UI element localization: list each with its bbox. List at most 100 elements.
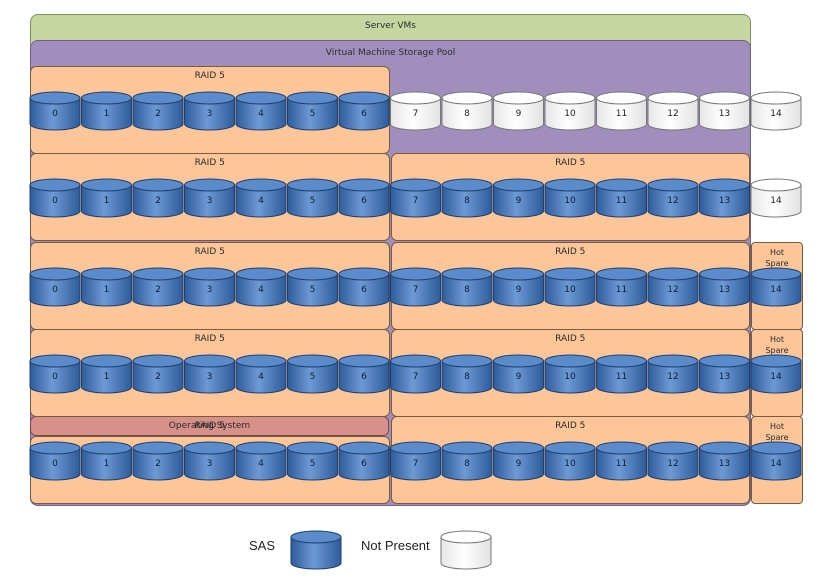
disk-number-label: 0 <box>52 285 58 295</box>
sas-disk: 11 <box>596 441 647 481</box>
sas-disk: 3 <box>184 91 235 131</box>
sas-disk: 4 <box>235 178 287 218</box>
disk-number-label: 0 <box>52 196 58 206</box>
raid-group-label: RAID 5 <box>194 158 225 168</box>
sas-disk: 9 <box>493 178 544 218</box>
sas-disk: 5 <box>287 267 338 307</box>
raid-group-label: RAID 5 <box>555 247 586 257</box>
raid-group-label: RAID 5 <box>555 158 586 168</box>
sas-disk: 8 <box>441 267 493 307</box>
legend-not-present-label: Not Present <box>361 538 430 553</box>
disk-number-label: 1 <box>104 285 110 295</box>
disk-number-label: 10 <box>564 285 576 295</box>
sas-disk: 4 <box>235 267 287 307</box>
sas-disk: 12 <box>647 354 699 394</box>
disk-number-label: 10 <box>564 459 576 469</box>
sas-disk: 2 <box>132 441 184 481</box>
disk-number-label: 10 <box>564 109 576 119</box>
sas-disk: 13 <box>699 178 750 218</box>
not-present-disk: 10 <box>544 91 596 131</box>
disk-number-label: 11 <box>616 196 627 206</box>
sas-disk: 6 <box>338 267 390 307</box>
disk-number-label: 9 <box>516 109 522 119</box>
disk-number-label: 0 <box>52 372 58 382</box>
not-present-disk: 8 <box>441 91 493 131</box>
not-present-disk: 14 <box>750 91 802 131</box>
sas-disk: 1 <box>81 354 132 394</box>
sas-disk: 8 <box>441 178 493 218</box>
sas-disk: 5 <box>287 91 338 131</box>
disk-number-label: 0 <box>52 459 58 469</box>
disk-number-label: 12 <box>667 372 678 382</box>
sas-disk: 11 <box>596 178 647 218</box>
legend-sas-label: SAS <box>249 538 276 553</box>
sas-disk: 7 <box>390 178 441 218</box>
operating-system-label: Operating System <box>168 421 251 431</box>
raid-group-label: RAID 5 <box>555 421 586 431</box>
sas-disk: 11 <box>596 267 647 307</box>
sas-disk: 10 <box>544 267 596 307</box>
disk-number-label: 6 <box>361 196 367 206</box>
disk-number-label: 1 <box>104 372 110 382</box>
disk-number-label: 2 <box>155 109 161 119</box>
disk-number-label: 14 <box>770 285 782 295</box>
disk-number-label: 0 <box>52 109 58 119</box>
disk-number-label: 6 <box>361 285 367 295</box>
raid-group-label: RAID 5 <box>194 421 225 431</box>
sas-disk: 4 <box>235 91 287 131</box>
disk-number-label: 13 <box>719 459 730 469</box>
sas-disk: 12 <box>647 178 699 218</box>
sas-disk: 0 <box>29 354 81 394</box>
sas-disk: 3 <box>184 354 235 394</box>
sas-disk: 3 <box>184 267 235 307</box>
disk-number-label: 2 <box>155 459 161 469</box>
sas-disk: 12 <box>647 267 699 307</box>
disk-number-label: 10 <box>564 196 576 206</box>
not-present-disk: 13 <box>699 91 750 131</box>
sas-disk: 4 <box>235 441 287 481</box>
disk-number-label: 7 <box>413 372 419 382</box>
sas-disk: 5 <box>287 178 338 218</box>
disk-number-label: 14 <box>770 459 782 469</box>
disk-number-label: 10 <box>564 372 576 382</box>
not-present-disk: 14 <box>750 178 802 218</box>
disk-number-label: 9 <box>516 285 522 295</box>
disk-number-label: 2 <box>155 285 161 295</box>
disk-number-label: 13 <box>719 109 730 119</box>
sas-disk: 7 <box>390 267 441 307</box>
sas-disk: 6 <box>338 441 390 481</box>
sas-disk: 1 <box>81 267 132 307</box>
disk-number-label: 6 <box>361 459 367 469</box>
disk-number-label: 11 <box>616 372 627 382</box>
sas-disk: 3 <box>184 441 235 481</box>
hot-spare-label: Hot Spare <box>765 248 789 268</box>
disk-number-label: 1 <box>104 196 110 206</box>
sas-disk: 13 <box>699 441 750 481</box>
sas-disk: 2 <box>132 91 184 131</box>
sas-disk: 6 <box>338 91 390 131</box>
disk-number-label: 4 <box>258 372 264 382</box>
disk-number-label: 7 <box>413 109 419 119</box>
sas-disk: 13 <box>699 354 750 394</box>
raid-group-label: RAID 5 <box>194 247 225 257</box>
sas-disk: 10 <box>544 354 596 394</box>
disk-number-label: 4 <box>258 196 264 206</box>
sas-disk: 6 <box>338 178 390 218</box>
sas-disk: 14 <box>750 267 802 307</box>
sas-disk: 0 <box>29 267 81 307</box>
sas-disk: 2 <box>132 178 184 218</box>
sas-disk: 0 <box>29 178 81 218</box>
disk-number-label: 4 <box>258 459 264 469</box>
disk-number-label: 12 <box>667 109 678 119</box>
disk-number-label: 13 <box>719 196 730 206</box>
disk-number-label: 14 <box>770 196 782 206</box>
sas-disk: 10 <box>544 441 596 481</box>
sas-disk: 1 <box>81 441 132 481</box>
sas-disk: 8 <box>441 354 493 394</box>
disk-number-label: 12 <box>667 459 678 469</box>
server-vms-label: Server VMs <box>365 21 416 31</box>
sas-disk: 9 <box>493 267 544 307</box>
disk-number-label: 8 <box>464 459 470 469</box>
disk-number-label: 5 <box>310 109 316 119</box>
